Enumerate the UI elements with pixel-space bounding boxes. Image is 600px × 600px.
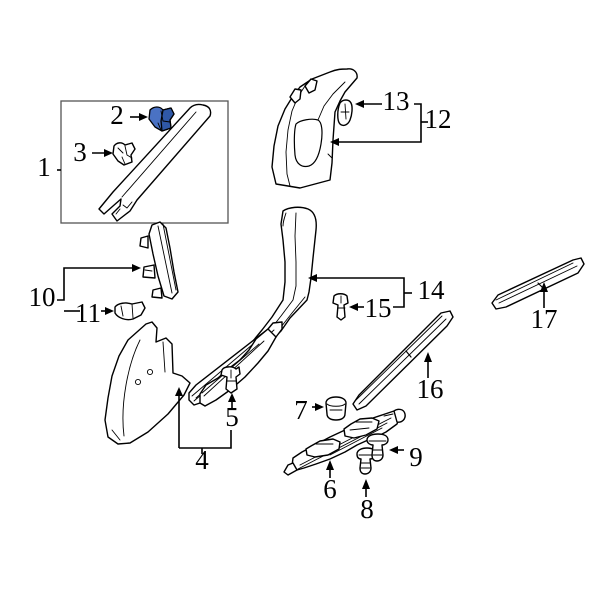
callout-label-6: 6 [323,474,337,504]
leader-10-arrow [132,264,141,272]
part-a-pillar-trim-panel[interactable] [98,103,212,222]
leader-14-arrow [308,274,317,282]
callout-label-13: 13 [383,86,410,116]
part-sill-push-pin-9[interactable] [366,433,389,462]
group-6-sill-plate[interactable] [283,396,406,497]
part-rocker-molding-front[interactable] [352,310,454,411]
callout-labels: 1 2 3 4 5 6 7 8 9 10 11 12 13 14 15 16 1… [29,86,558,524]
callout-label-14: 14 [418,275,446,305]
group-10-b-pillar-lower[interactable] [57,221,179,321]
callout-label-3: 3 [73,137,87,167]
part-rocker-molding-strip[interactable] [188,321,283,407]
part-b-pillar-upper-clip-15[interactable] [332,293,349,321]
group-12-c-pillar[interactable] [271,68,428,189]
group-16-rocker-front[interactable] [352,310,454,411]
leader-11-arrow [105,307,114,315]
callout-label-15: 15 [365,293,392,323]
leader-12-bracket [335,103,422,143]
callout-label-5: 5 [225,402,239,432]
leader-16-arrow [424,352,432,362]
part-body-side-panel[interactable] [104,321,191,445]
group-1-a-pillar[interactable] [57,100,229,224]
leader-7-arrow [315,403,324,411]
part-rocker-molding-rear[interactable] [491,257,585,310]
leader-3-arrow [104,149,113,157]
part-a-pillar-retainer-clip-2-highlighted[interactable] [148,106,175,132]
callout-label-9: 9 [409,442,423,472]
leader-5-arrow [228,393,236,402]
leader-2-arrow [139,113,148,121]
leader-13-arrow [355,100,364,108]
group-1-box [60,100,229,224]
part-b-pillar-upper-trim[interactable] [252,206,317,349]
callout-label-17: 17 [531,304,558,334]
callout-label-4: 4 [195,445,209,475]
group-4-rocker-assembly[interactable] [104,321,283,454]
callout-label-2: 2 [110,100,124,130]
callout-label-1: 1 [37,152,51,182]
leader-8-arrow [362,479,370,489]
leader-15-arrow [349,303,358,311]
group-14-b-pillar-upper[interactable] [252,206,412,349]
part-sill-screw-8[interactable] [356,447,377,475]
part-a-pillar-clip-3[interactable] [112,142,136,166]
callout-label-8: 8 [360,494,374,524]
part-door-sill-plate[interactable] [283,408,406,476]
callout-label-10: 10 [29,282,56,312]
part-b-pillar-lower-trim[interactable] [139,221,179,300]
callout-label-12: 12 [425,104,452,134]
leader-17-arrow [540,282,548,292]
part-c-pillar-clip-13[interactable] [337,99,353,127]
leader-6-arrow [326,460,334,470]
callout-label-16: 16 [417,374,444,404]
part-sill-grommet-7[interactable] [325,396,347,421]
part-rocker-molding-clip-5[interactable] [220,366,241,394]
leader-9-arrow [389,446,398,454]
part-b-pillar-lower-clip-11[interactable] [114,301,146,321]
part-c-pillar-trim-panel[interactable] [271,68,358,189]
callout-label-11: 11 [75,298,101,328]
leader-4-arrow [175,387,183,396]
leader-4-bracket-2 [179,430,232,449]
leader-12-arrow [330,138,339,146]
leader-10-bracket [57,267,136,301]
callout-label-7: 7 [294,395,308,425]
group-17-rocker-rear[interactable] [491,257,585,310]
